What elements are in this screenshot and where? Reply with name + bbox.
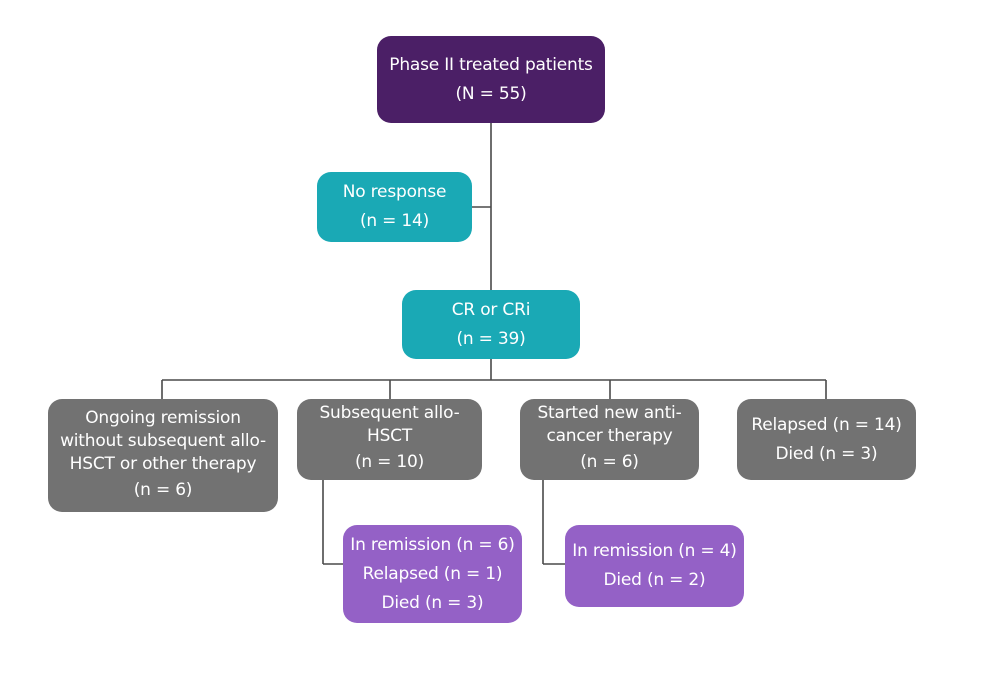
node-ongoing-remission-line-2: without subsequent allo- — [60, 430, 266, 451]
node-new-therapy-line-1: Started new anti- — [537, 403, 682, 423]
node-subsequent-hsct-line-3: (n = 10) — [354, 452, 425, 472]
node-hsct-outcomes: In remission (n = 6) Relapsed (n = 1) Di… — [343, 525, 522, 623]
node-ongoing-remission-line-1: Ongoing remission — [85, 407, 241, 428]
node-hsct-outcomes-line-2: Relapsed (n = 1) — [362, 563, 503, 584]
node-subsequent-hsct-line-1: Subsequent allo- — [319, 403, 460, 423]
node-root: Phase II treated patients (N = 55) — [377, 36, 605, 123]
node-subsequent-hsct-line-2: HSCT — [366, 426, 413, 446]
node-root-line-1: Phase II treated patients — [389, 54, 593, 75]
node-therapy-outcomes-line-2: Died (n = 2) — [603, 570, 706, 590]
node-therapy-outcomes-line-1: In remission (n = 4) — [572, 541, 737, 561]
node-new-therapy-line-2: cancer therapy — [546, 426, 673, 446]
node-new-therapy: Started new anti- cancer therapy (n = 6) — [520, 399, 699, 480]
node-relapsed-died-line-1: Relapsed (n = 14) — [751, 414, 902, 435]
node-ongoing-remission-line-3: HSCT or other therapy — [69, 453, 257, 474]
node-hsct-outcomes-line-3: Died (n = 3) — [381, 592, 484, 613]
node-relapsed-died: Relapsed (n = 14) Died (n = 3) — [737, 399, 916, 480]
node-no-response-line-2: (n = 14) — [359, 211, 430, 231]
node-no-response: No response (n = 14) — [317, 172, 472, 242]
node-ongoing-remission: Ongoing remission without subsequent all… — [48, 399, 278, 512]
node-new-therapy-line-3: (n = 6) — [580, 452, 639, 472]
node-cr-cri: CR or CRi (n = 39) — [402, 290, 580, 359]
node-therapy-outcomes: In remission (n = 4) Died (n = 2) — [565, 525, 744, 607]
node-hsct-outcomes-line-1: In remission (n = 6) — [350, 534, 515, 555]
node-root-line-2: (N = 55) — [455, 83, 527, 104]
node-cr-cri-line-2: (n = 39) — [456, 328, 526, 349]
node-subsequent-hsct: Subsequent allo- HSCT (n = 10) — [297, 399, 482, 480]
node-no-response-line-1: No response — [342, 182, 447, 202]
node-relapsed-died-line-2: Died (n = 3) — [775, 443, 878, 464]
node-cr-cri-line-1: CR or CRi — [451, 299, 531, 320]
node-ongoing-remission-line-4: (n = 6) — [133, 479, 193, 500]
